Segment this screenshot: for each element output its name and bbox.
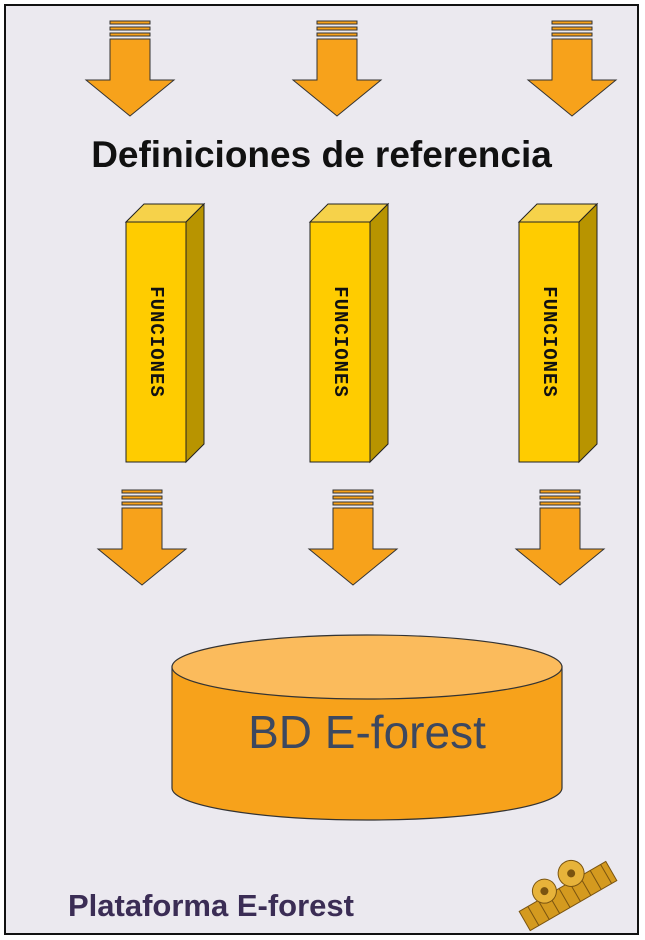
database-label: BD E-forest [248, 706, 486, 758]
reference-definitions-title: Definiciones de referencia [91, 134, 552, 175]
down-arrow-icon [85, 20, 175, 117]
funciones-label: FUNCIONES [538, 286, 560, 398]
down-arrow-icon [97, 489, 187, 586]
gears-icon [518, 859, 618, 932]
down-arrow-icon [292, 20, 382, 117]
platform-footer-label: Plataforma E-forest [68, 888, 354, 923]
funciones-label: FUNCIONES [145, 286, 167, 398]
down-arrow-icon [308, 489, 398, 586]
diagram-frame: FUNCIONES FUNCIONES FUNCIONES BD E-fores… [4, 4, 639, 935]
down-arrow-icon [527, 20, 617, 117]
down-arrow-icon [515, 489, 605, 586]
funciones-label: FUNCIONES [329, 286, 351, 398]
database-cylinder: BD E-forest [171, 634, 563, 821]
diagram-canvas: FUNCIONES FUNCIONES FUNCIONES BD E-fores… [85, 20, 618, 932]
